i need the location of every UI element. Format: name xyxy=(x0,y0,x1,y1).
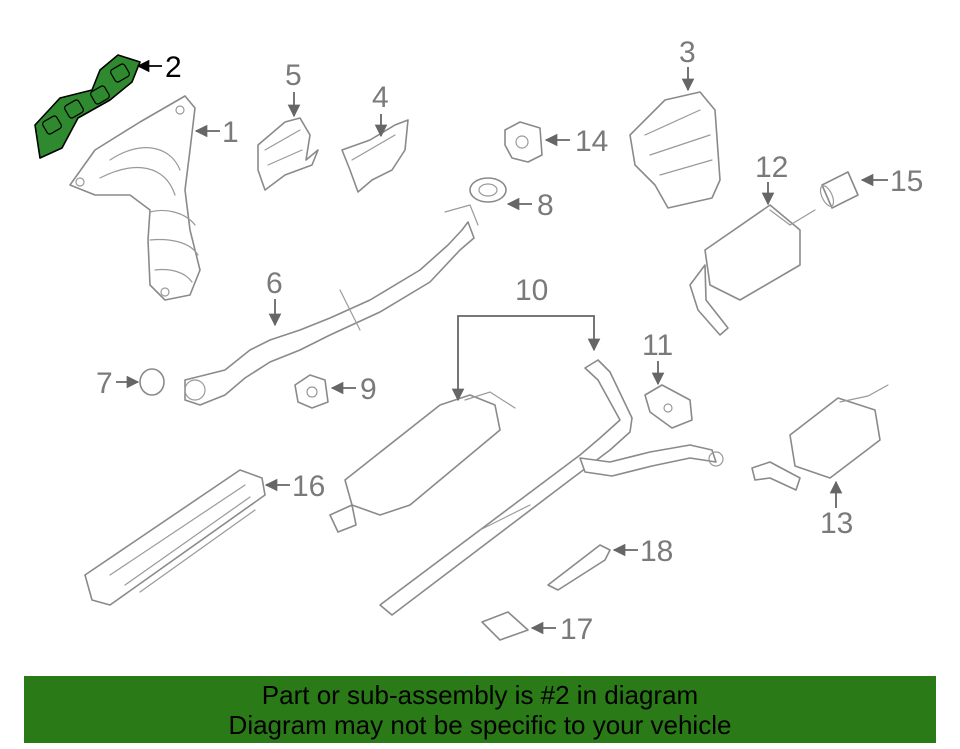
heat-insulator-part-3[interactable] xyxy=(629,91,721,209)
leader-10-right xyxy=(530,315,601,352)
callout-8: 8 xyxy=(537,189,554,222)
callout-18: 18 xyxy=(640,535,673,568)
callout-2: 2 xyxy=(165,51,182,84)
heat-shield-part-4[interactable] xyxy=(341,119,409,193)
callout-9: 9 xyxy=(360,373,377,406)
info-banner: Part or sub-assembly is #2 in diagram Di… xyxy=(24,676,936,743)
small-plate-part-17[interactable] xyxy=(481,611,529,641)
mount-part-9[interactable] xyxy=(294,374,329,409)
leader-10-left xyxy=(451,315,530,402)
callout-15: 15 xyxy=(890,165,923,198)
small-shield-part-18[interactable] xyxy=(547,544,611,591)
manifold-gasket-part-2[interactable] xyxy=(34,54,141,159)
exhaust-manifold-part-1[interactable] xyxy=(69,95,201,301)
gasket-part-8[interactable] xyxy=(469,177,507,203)
callout-14: 14 xyxy=(575,125,608,158)
hanger-bracket-part-11[interactable] xyxy=(644,384,693,429)
callout-5: 5 xyxy=(285,59,302,92)
banner-line-1: Part or sub-assembly is #2 in diagram xyxy=(261,680,699,710)
callout-6: 6 xyxy=(266,267,283,300)
callout-3: 3 xyxy=(679,36,696,69)
rear-muffler-part-12[interactable] xyxy=(689,204,816,336)
callout-4: 4 xyxy=(372,81,389,114)
callout-7: 7 xyxy=(96,367,113,400)
front-exhaust-pipe-part-6[interactable] xyxy=(184,204,479,406)
callout-10: 10 xyxy=(515,274,548,307)
heat-shield-part-5[interactable] xyxy=(257,117,319,191)
banner-line-2: Diagram may not be specific to your vehi… xyxy=(228,710,732,740)
exhaust-tip-part-15[interactable] xyxy=(818,171,859,209)
main-muffler-part-13[interactable] xyxy=(751,384,889,491)
center-muffler-pipe-part-10[interactable] xyxy=(329,359,724,616)
callout-11: 11 xyxy=(642,329,673,362)
callout-1: 1 xyxy=(222,116,239,149)
callout-16: 16 xyxy=(292,470,325,503)
bracket-part-14[interactable] xyxy=(504,121,543,163)
callout-12: 12 xyxy=(755,151,788,184)
floor-heat-shield-part-16[interactable] xyxy=(84,469,266,606)
ring-gasket-part-7[interactable] xyxy=(139,368,165,396)
callout-17: 17 xyxy=(560,613,593,646)
callout-13: 13 xyxy=(820,507,853,540)
